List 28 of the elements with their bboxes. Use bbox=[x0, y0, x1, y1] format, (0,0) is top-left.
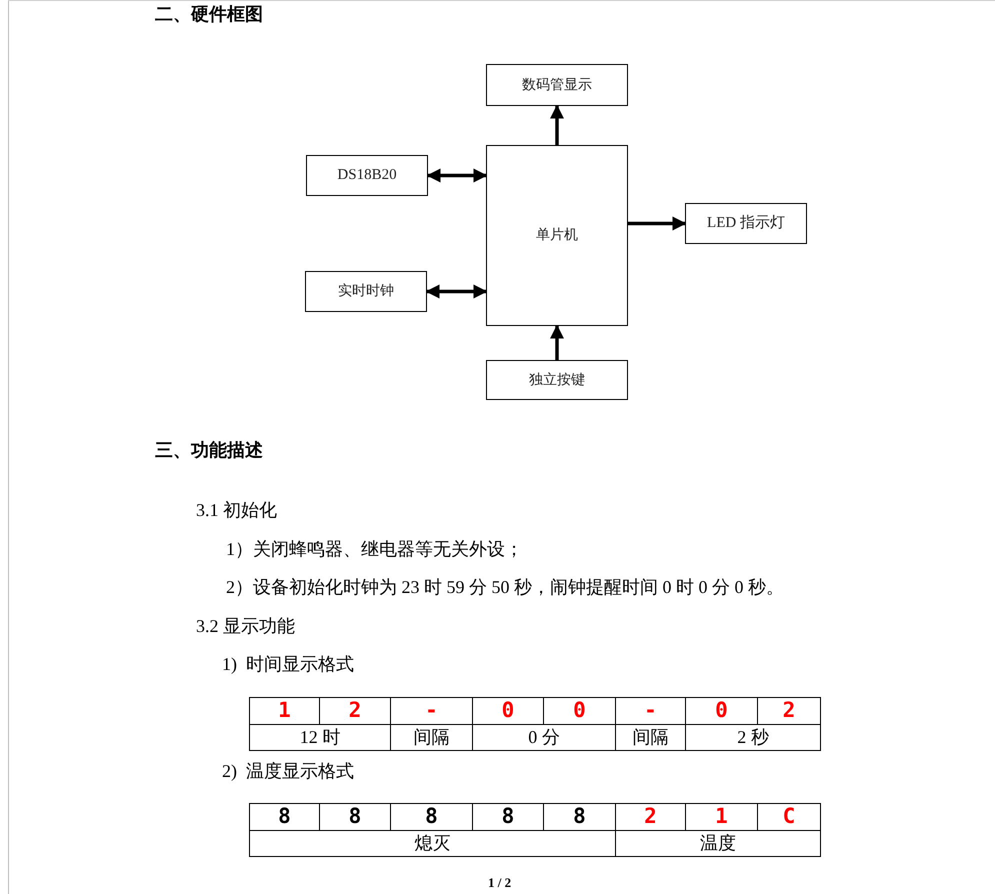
body-text: 2）设备初始化时钟为 23 时 59 分 50 秒，闹钟提醒时间 0 时 0 分 0 秒。 bbox=[226, 576, 784, 599]
table-cell: 2 秒 bbox=[685, 724, 821, 751]
table-cell: 熄灭 bbox=[249, 830, 616, 857]
block-box: DS18B20 bbox=[306, 155, 428, 196]
arrow bbox=[426, 284, 488, 298]
arrow bbox=[426, 168, 488, 182]
block-box: 实时时钟 bbox=[305, 271, 427, 312]
body-text: 2) 温度显示格式 bbox=[222, 760, 354, 783]
table-cell: 12 时 bbox=[249, 724, 391, 751]
page-number: 1 / 2 bbox=[488, 874, 512, 892]
section-heading: 二、硬件框图 bbox=[155, 3, 263, 27]
arrow bbox=[550, 104, 564, 145]
body-text: 3.2 显示功能 bbox=[196, 615, 295, 638]
arrow bbox=[550, 324, 564, 360]
block-box: 独立按键 bbox=[486, 360, 628, 400]
body-text: 3.1 初始化 bbox=[196, 499, 277, 522]
block-box: LED 指示灯 bbox=[685, 203, 807, 244]
block-box: 数码管显示 bbox=[486, 64, 628, 106]
body-text: 1) 时间显示格式 bbox=[222, 653, 354, 676]
table-cell: 温度 bbox=[615, 830, 821, 857]
arrow bbox=[628, 216, 686, 230]
segment-digit: 1 bbox=[249, 697, 320, 725]
segment-digit: C bbox=[757, 803, 821, 831]
block-box: 单片机 bbox=[486, 145, 628, 326]
segment-digit: 2 bbox=[757, 697, 821, 725]
section-heading: 三、功能描述 bbox=[155, 439, 263, 463]
segment-digit: 8 bbox=[249, 803, 320, 831]
body-text: 1）关闭蜂鸣器、继电器等无关外设； bbox=[226, 538, 523, 561]
